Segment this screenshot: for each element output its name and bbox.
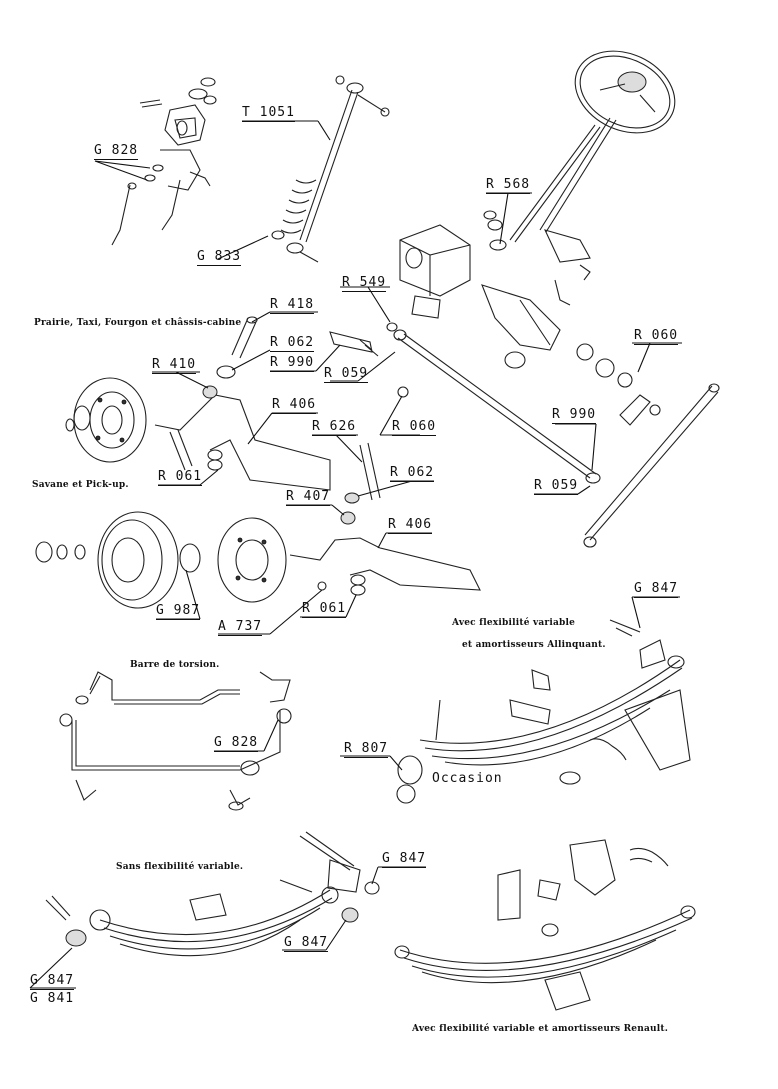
caption-savane: Savane et Pick-up. xyxy=(32,480,129,490)
ref-label: G 847 xyxy=(634,581,679,598)
ref-label: G 841 xyxy=(30,991,75,1006)
occasion-label: Occasion xyxy=(432,771,503,786)
ref-label: R 568 xyxy=(486,177,531,194)
drag-link-drawing xyxy=(583,383,720,548)
steering-rod-drawing xyxy=(271,75,390,263)
ref-label: G 987 xyxy=(156,603,201,620)
ref-label: R 418 xyxy=(270,297,315,314)
leaf-spring-basic-drawing xyxy=(45,831,380,957)
steering-wheel-drawing xyxy=(489,50,676,281)
ref-label: R 807 xyxy=(344,741,389,758)
ref-label: G 833 xyxy=(197,249,242,266)
ref-label: G 828 xyxy=(214,735,259,752)
kingpin-drawing xyxy=(216,316,258,379)
steering-box-drawing xyxy=(399,210,633,388)
torsion-bar-drawing xyxy=(59,671,292,811)
ref-label: R 060 xyxy=(634,328,679,345)
ref-label: G 847 xyxy=(382,851,427,868)
ref-label: R 549 xyxy=(342,275,387,292)
ref-label: T 1051 xyxy=(242,105,295,122)
tie-rod-drawing xyxy=(329,322,601,484)
ref-label: R 410 xyxy=(152,357,197,374)
ref-label: R 059 xyxy=(324,366,369,383)
caption-torsion-bar: Barre de torsion. xyxy=(130,660,220,670)
ref-label: R 061 xyxy=(302,601,347,618)
ref-label: A 737 xyxy=(218,619,263,636)
ref-label: G 847 xyxy=(284,935,329,952)
ref-label: R 406 xyxy=(388,517,433,534)
ref-label: R 626 xyxy=(312,419,357,436)
ref-label: R 060 xyxy=(392,419,437,436)
caption-flex-line1: Avec flexibilité variable xyxy=(452,618,576,628)
caption-flex-line2: et amortisseurs Allinquant. xyxy=(462,640,606,650)
leaf-spring-renault-drawing xyxy=(394,839,696,1011)
ref-label: R 059 xyxy=(534,478,579,495)
ref-label: R 061 xyxy=(158,469,203,486)
caption-prairie: Prairie, Taxi, Fourgon et châssis-cabine xyxy=(34,318,242,328)
leaf-spring-allinquant-drawing xyxy=(396,619,691,804)
ref-label: R 062 xyxy=(270,335,315,352)
caption-sans-flex: Sans flexibilité variable. xyxy=(116,862,244,872)
ref-label: R 990 xyxy=(270,355,315,372)
caption-renault: Avec flexibilité variable et amortisseur… xyxy=(412,1024,669,1034)
ref-label: R 406 xyxy=(272,397,317,414)
ref-label: G 847 xyxy=(30,973,75,990)
savane-hub-drawing xyxy=(65,377,381,504)
ref-label: R 407 xyxy=(286,489,331,506)
steering-knuckle-drawing xyxy=(111,77,217,246)
ref-label: R 062 xyxy=(390,465,435,482)
ref-label: R 990 xyxy=(552,407,597,424)
ref-label: G 828 xyxy=(94,143,139,160)
